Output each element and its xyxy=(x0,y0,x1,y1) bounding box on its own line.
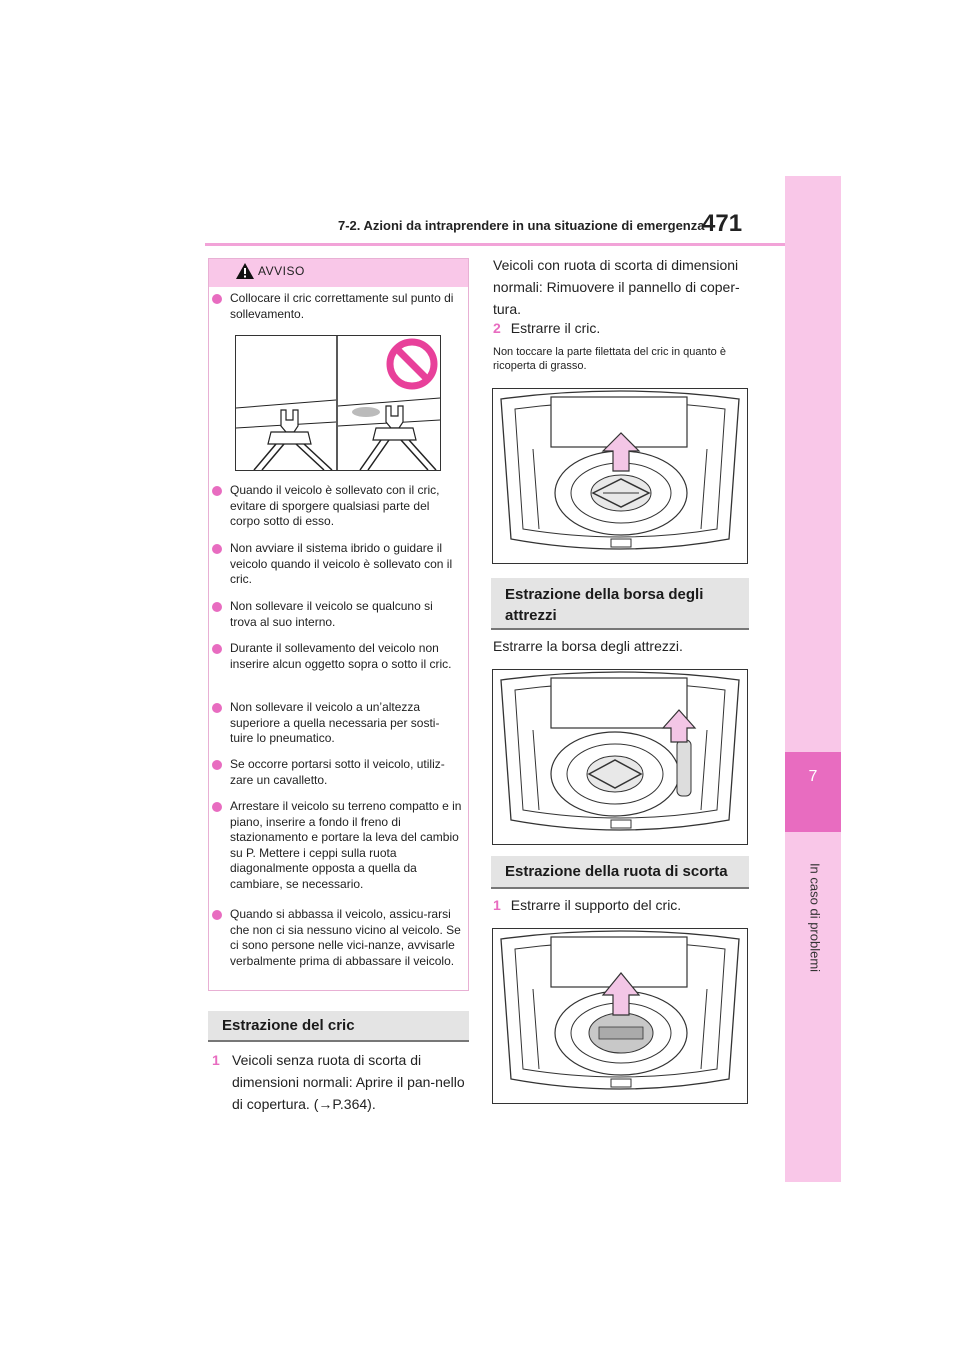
chapter-title-vertical: In caso di problemi xyxy=(807,862,823,973)
warning-triangle-icon xyxy=(236,263,254,279)
warning-header-bar xyxy=(209,259,468,287)
warning-item: Durante il sollevamento del veicolo non … xyxy=(212,641,462,672)
warning-item: Non sollevare il veicolo se qualcuno si … xyxy=(212,599,462,630)
section-heading-cric: Estrazione del cric xyxy=(208,1011,469,1042)
warning-item: Quando si abbassa il veicolo, assicu-rar… xyxy=(212,907,462,969)
warning-item: Se occorre portarsi sotto il veicolo, ut… xyxy=(212,757,462,788)
trunk-figure-jack xyxy=(492,388,748,564)
chapter-number-marker xyxy=(785,752,841,832)
header-rule xyxy=(205,243,785,246)
borsa-instruction: Estrarre la borsa degli attrezzi. xyxy=(493,638,683,654)
section-heading-borsa: Estrazione della borsa degli attrezzi xyxy=(491,578,749,630)
step-1-cric-continued: Veicoli con ruota di scorta di dimension… xyxy=(493,257,740,317)
warning-item: Collocare il cric correttamente sul punt… xyxy=(212,291,462,322)
chapter-number: 7 xyxy=(808,768,818,785)
section-header-title: 7-2. Azioni da intraprendere in una situ… xyxy=(338,218,705,233)
warning-item: Non avviare il sistema ibrido o guidare … xyxy=(212,541,462,588)
cric-grease-note: Non toccare la parte filettata del cric … xyxy=(493,346,726,372)
jack-placement-figure xyxy=(235,335,441,471)
trunk-figure-jack-holder xyxy=(492,928,748,1104)
trunk-figure-toolbag xyxy=(492,669,748,845)
warning-label: AVVISO xyxy=(258,264,305,278)
warning-box xyxy=(208,258,469,991)
page-number: 471 xyxy=(702,210,743,237)
warning-item: Non sollevare il veicolo a un’altezza su… xyxy=(212,700,462,747)
section-heading-ruota: Estrazione della ruota di scorta xyxy=(491,856,749,889)
warning-item: Arrestare il veicolo su terreno compatto… xyxy=(212,799,462,892)
chapter-side-tab xyxy=(785,176,841,1182)
step-1-cric: 1 Veicoli senza ruota di scorta di dimen… xyxy=(212,1052,465,1112)
warning-item: Quando il veicolo è sollevato con il cri… xyxy=(212,483,462,530)
